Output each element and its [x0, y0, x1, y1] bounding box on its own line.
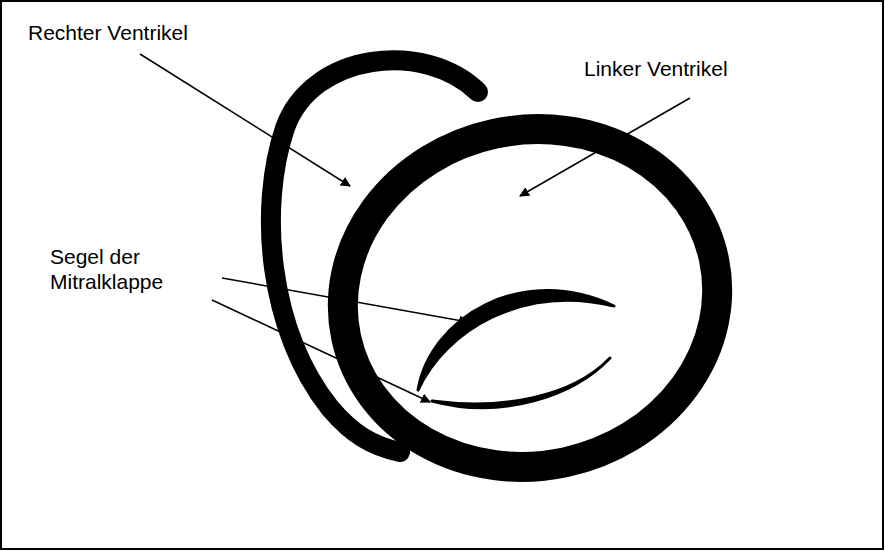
leader-line: [520, 98, 690, 196]
leader-line: [140, 54, 350, 186]
leader-line: [222, 278, 468, 322]
mitral-leaflet: [418, 290, 614, 390]
leader-line: [212, 300, 430, 402]
mitral-leaflet: [432, 358, 610, 408]
part-label: Segel der Mitralklappe: [50, 244, 210, 294]
part-label: Rechter Ventrikel: [28, 20, 258, 45]
left-ventricle-wall: [311, 95, 749, 502]
part-label: Linker Ventrikel: [584, 56, 814, 81]
